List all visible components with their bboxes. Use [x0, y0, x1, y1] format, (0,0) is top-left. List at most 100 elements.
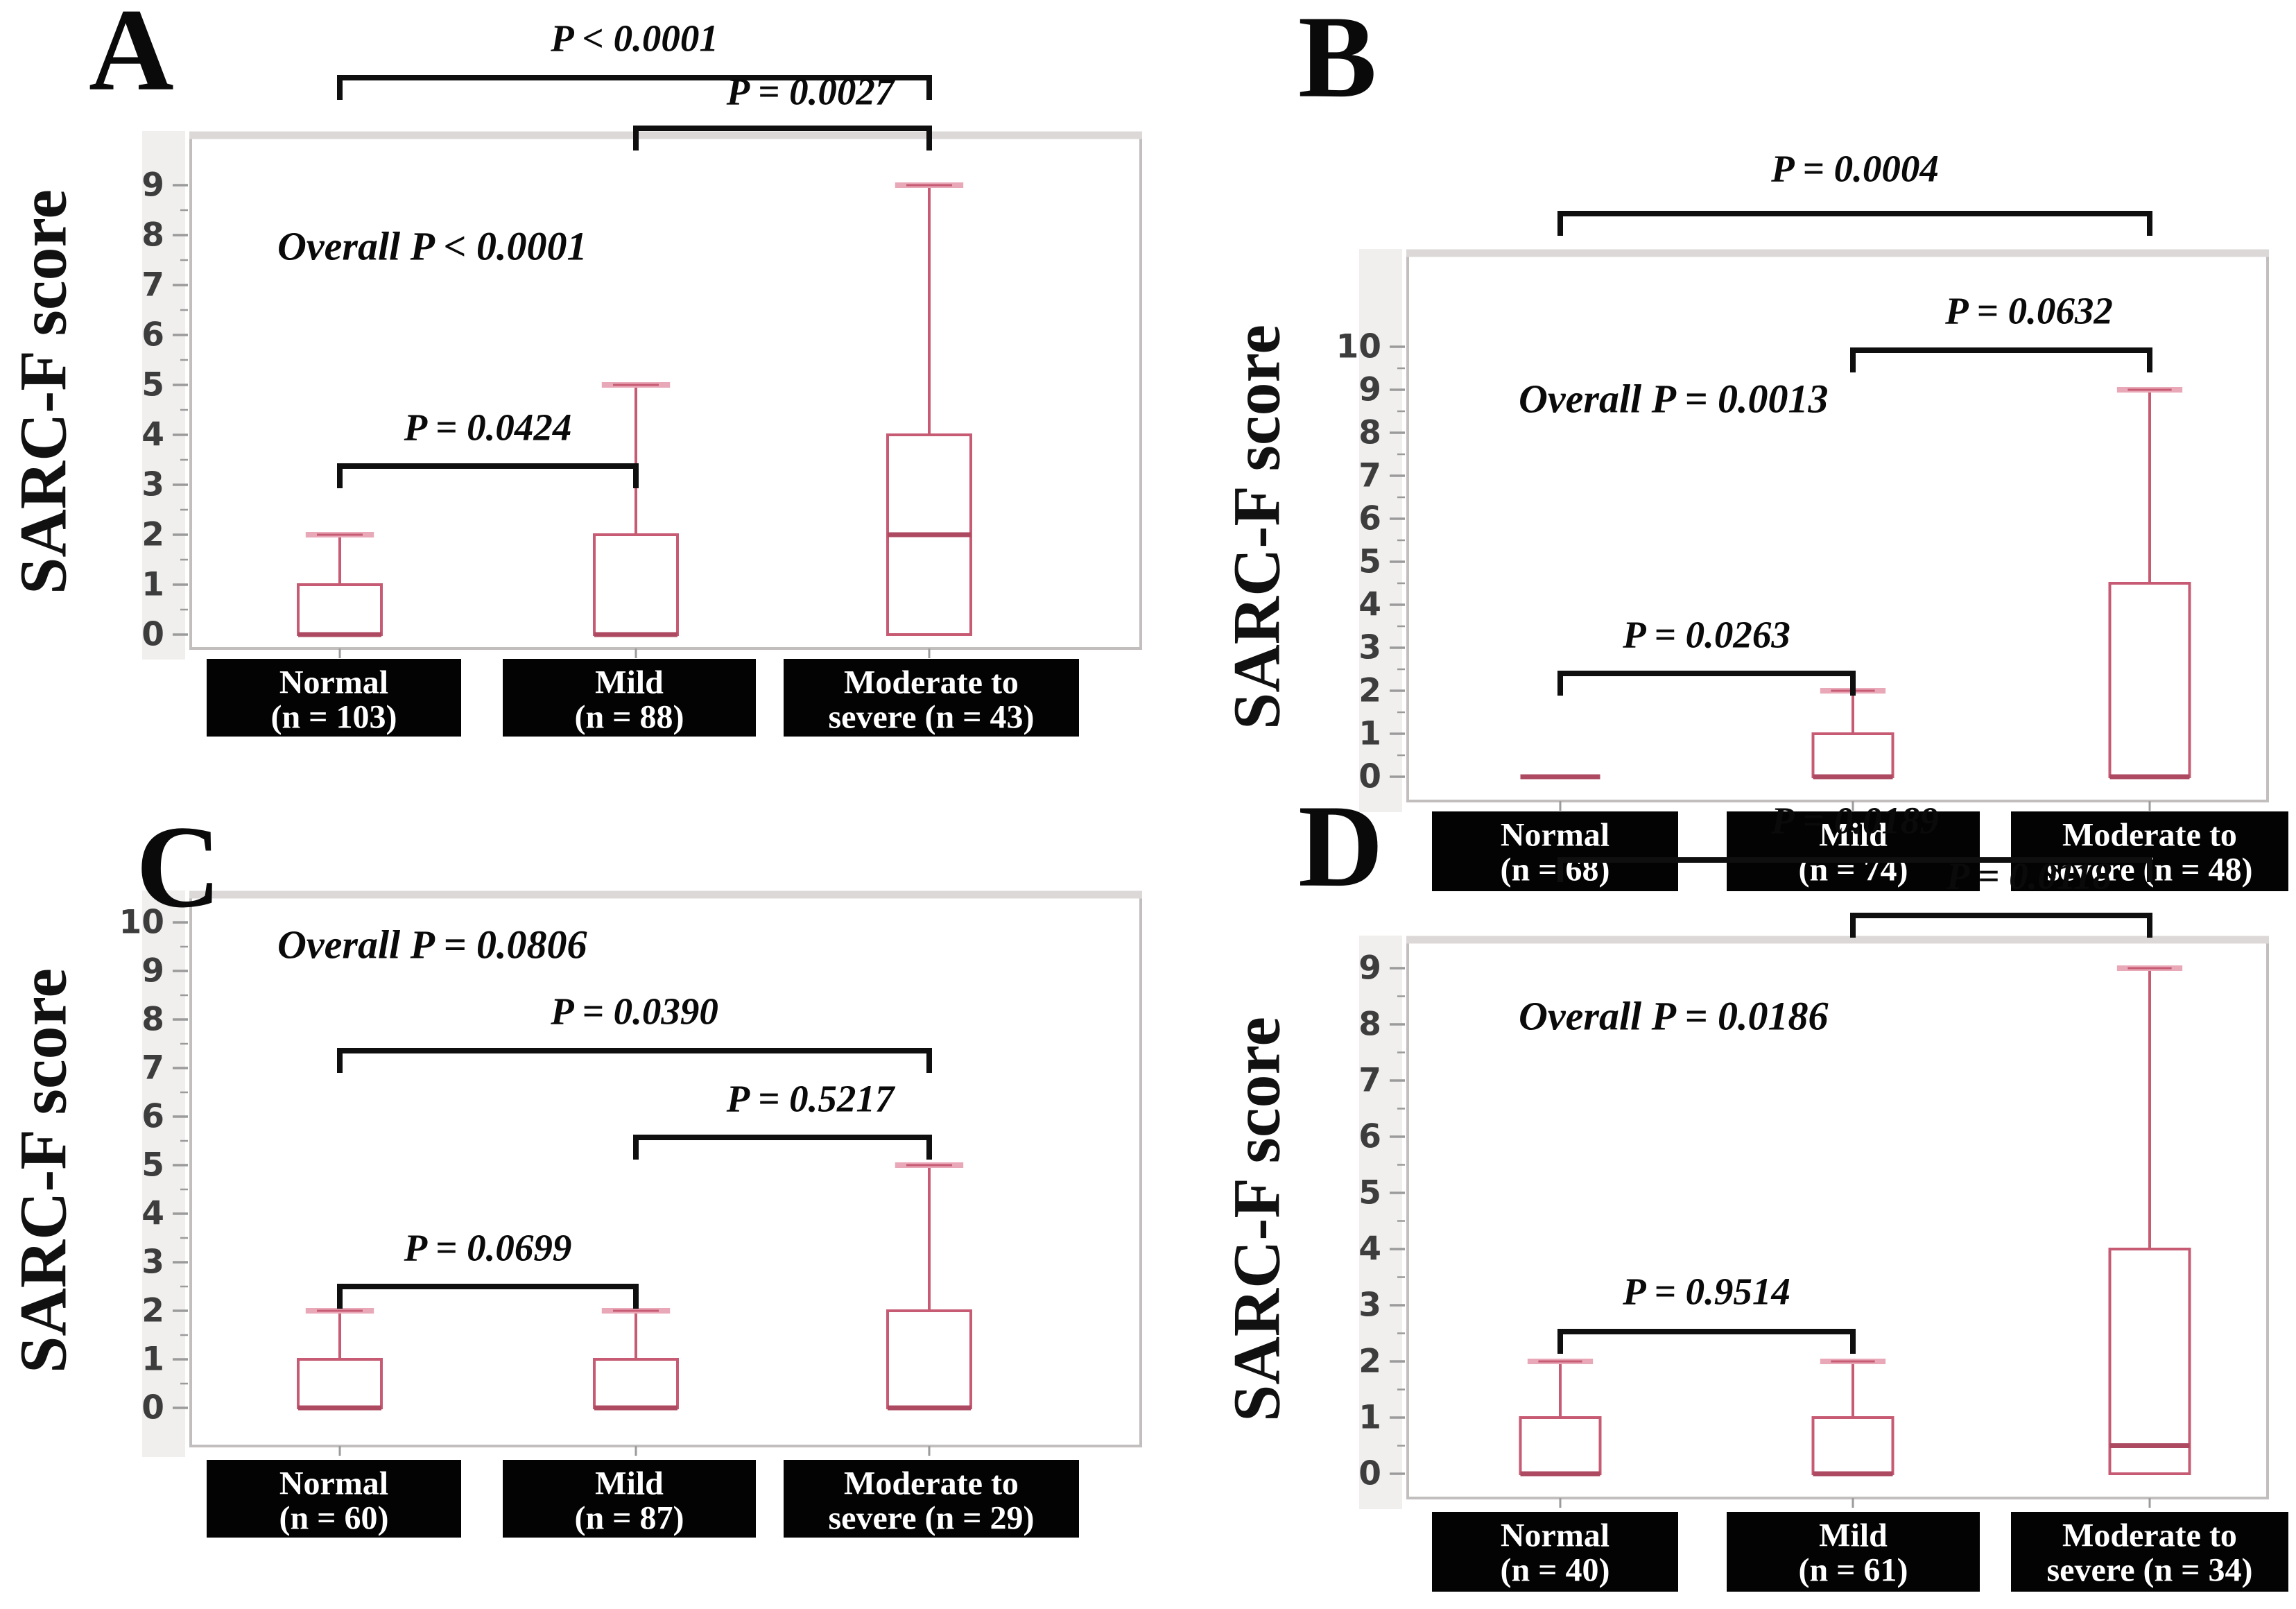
- group-label-line2: (n = 103): [270, 699, 397, 736]
- group-label-line1: Mild: [1819, 1517, 1888, 1554]
- y-tick-label: 9: [141, 166, 164, 205]
- y-tick-label: 3: [141, 466, 164, 504]
- y-tick-label: 8: [141, 216, 164, 255]
- group-label-line2: (n = 61): [1798, 1552, 1908, 1589]
- y-tick-label: 8: [1358, 414, 1381, 452]
- group-label-line1: Moderate to: [844, 664, 1019, 701]
- y-tick-label: 6: [1358, 1118, 1381, 1156]
- significance-bracket: [337, 1284, 639, 1309]
- y-tick-label: 5: [1358, 543, 1381, 581]
- y-axis-tick-band: [142, 131, 185, 660]
- p-value-label: P = 0.0390: [550, 990, 718, 1033]
- y-tick-label: 6: [1358, 500, 1381, 538]
- significance-bracket: [1850, 347, 2152, 372]
- y-tick-label: 2: [141, 1292, 164, 1330]
- box-iqr: [593, 533, 679, 636]
- group-label-line2: severe (n = 43): [828, 699, 1034, 736]
- group-label-line2: (n = 60): [279, 1500, 388, 1537]
- y-tick-label: 5: [1358, 1174, 1381, 1212]
- box-iqr: [2108, 582, 2191, 778]
- box-iqr: [1519, 1416, 1602, 1475]
- overall-p-label: Overall P = 0.0186: [1519, 994, 1829, 1039]
- p-value-label: P = 0.5217: [726, 1078, 896, 1120]
- group-label-line2: (n = 68): [1500, 852, 1609, 888]
- panel-letter: B: [1298, 0, 1376, 122]
- significance-bracket: [1557, 857, 2152, 882]
- box-iqr: [1811, 1416, 1894, 1475]
- y-tick-label: 2: [141, 516, 164, 554]
- group-label-box: [1727, 1512, 1980, 1592]
- box-iqr: [297, 583, 383, 636]
- y-tick-label: 0: [141, 1389, 164, 1427]
- panel-letter: A: [89, 0, 174, 115]
- group-label-line1: Normal: [1501, 1517, 1609, 1554]
- overall-p-label: Overall P = 0.0013: [1519, 377, 1829, 422]
- y-tick-label: 9: [1358, 949, 1381, 988]
- p-value-label: P = 0.0189: [1770, 800, 1939, 842]
- group-label-line1: Mild: [1819, 817, 1888, 854]
- p-value-label: P = 0.0004: [1770, 148, 1939, 190]
- group-label-line2: (n = 74): [1798, 852, 1908, 888]
- group-label-line1: Moderate to: [844, 1465, 1019, 1502]
- group-label-box: [207, 659, 461, 737]
- box-iqr: [593, 1358, 679, 1409]
- group-label-line1: Normal: [279, 1465, 388, 1502]
- y-tick-label: 1: [141, 566, 164, 604]
- p-value-label: P = 0.0027: [726, 71, 896, 113]
- group-label-box: [1727, 811, 1980, 891]
- group-label-line2: severe (n = 29): [828, 1500, 1034, 1537]
- group-label-line1: Mild: [595, 664, 664, 701]
- significance-bracket: [1557, 671, 1856, 696]
- group-label-box: [503, 1460, 756, 1538]
- y-tick-label: 10: [1336, 328, 1381, 366]
- box-iqr: [886, 1309, 972, 1409]
- y-tick-label: 3: [1358, 1287, 1381, 1325]
- y-tick-label: 2: [1358, 1343, 1381, 1381]
- group-label-line1: Normal: [279, 664, 388, 701]
- panel-letter: D: [1298, 781, 1383, 911]
- significance-bracket: [337, 75, 932, 100]
- y-tick-label: 4: [141, 416, 164, 454]
- significance-bracket: [1850, 913, 2152, 938]
- significance-bracket: [633, 1135, 932, 1160]
- group-label-box: [1432, 1512, 1678, 1592]
- y-tick-label: 3: [1358, 629, 1381, 667]
- y-tick-label: 0: [141, 616, 164, 654]
- significance-bracket: [633, 126, 932, 150]
- y-tick-label: 3: [141, 1244, 164, 1282]
- y-axis-tick-band: [142, 890, 185, 1457]
- p-value-label: P = 0.0699: [404, 1227, 572, 1269]
- y-tick-label: 9: [141, 952, 164, 990]
- y-axis-title: SARC-F score: [1220, 325, 1294, 730]
- p-value-label: P = 0.0424: [404, 406, 572, 449]
- plot-frame: [189, 893, 1142, 1447]
- significance-bracket: [337, 1048, 932, 1073]
- group-label-box: [207, 1460, 461, 1538]
- group-label-line1: Mild: [595, 1465, 664, 1502]
- y-axis-tick-band: [1359, 249, 1402, 812]
- y-tick-label: 7: [141, 266, 164, 304]
- y-tick-label: 1: [1358, 715, 1381, 753]
- y-tick-label: 4: [1358, 586, 1381, 624]
- y-axis-title: SARC-F score: [6, 189, 80, 594]
- group-label-line2: (n = 88): [574, 699, 684, 736]
- group-label-box: [784, 659, 1079, 737]
- p-value-label: P = 0.0632: [1944, 290, 2113, 332]
- y-tick-label: 7: [1358, 457, 1381, 495]
- y-tick-label: 2: [1358, 672, 1381, 710]
- y-tick-label: 1: [1358, 1399, 1381, 1437]
- p-value-label: P = 0.0118: [1946, 855, 2112, 897]
- y-tick-label: 0: [1358, 1455, 1381, 1493]
- group-label-line2: severe (n = 34): [2046, 1552, 2252, 1589]
- overall-p-label: Overall P = 0.0806: [277, 922, 587, 967]
- y-tick-label: 7: [141, 1049, 164, 1087]
- y-tick-label: 7: [1358, 1062, 1381, 1100]
- box-iqr: [297, 1358, 383, 1409]
- significance-bracket: [1557, 211, 2152, 236]
- y-tick-label: 6: [141, 316, 164, 354]
- p-value-label: P = 0.0263: [1622, 614, 1790, 656]
- group-label-line2: (n = 87): [574, 1500, 684, 1537]
- y-tick-label: 4: [141, 1195, 164, 1233]
